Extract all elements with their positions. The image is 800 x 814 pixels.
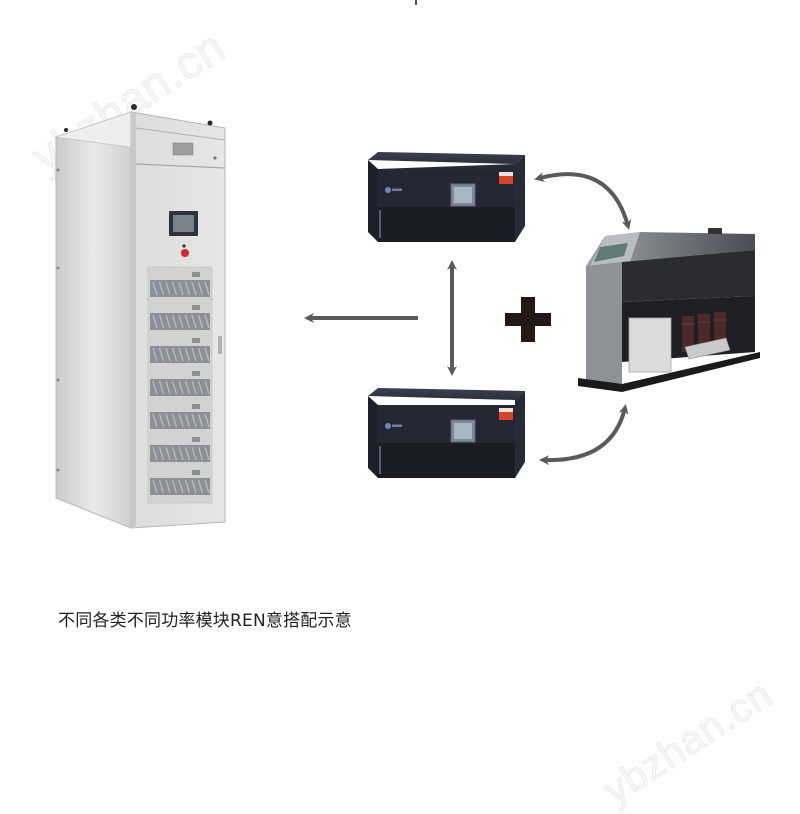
top-edge-mark	[415, 0, 417, 5]
plus-sign-icon	[505, 297, 551, 342]
power-module-lower-image	[368, 388, 525, 478]
arrow-curved-top	[534, 172, 632, 230]
power-module-upper-image	[368, 152, 525, 242]
diagram-caption: 不同各类不同功率模块REN意搭配示意	[58, 611, 352, 631]
arrow-curved-bottom	[539, 404, 629, 466]
smart-capacitor-unit-image	[578, 228, 760, 392]
cabinet-module-slots	[150, 272, 210, 495]
